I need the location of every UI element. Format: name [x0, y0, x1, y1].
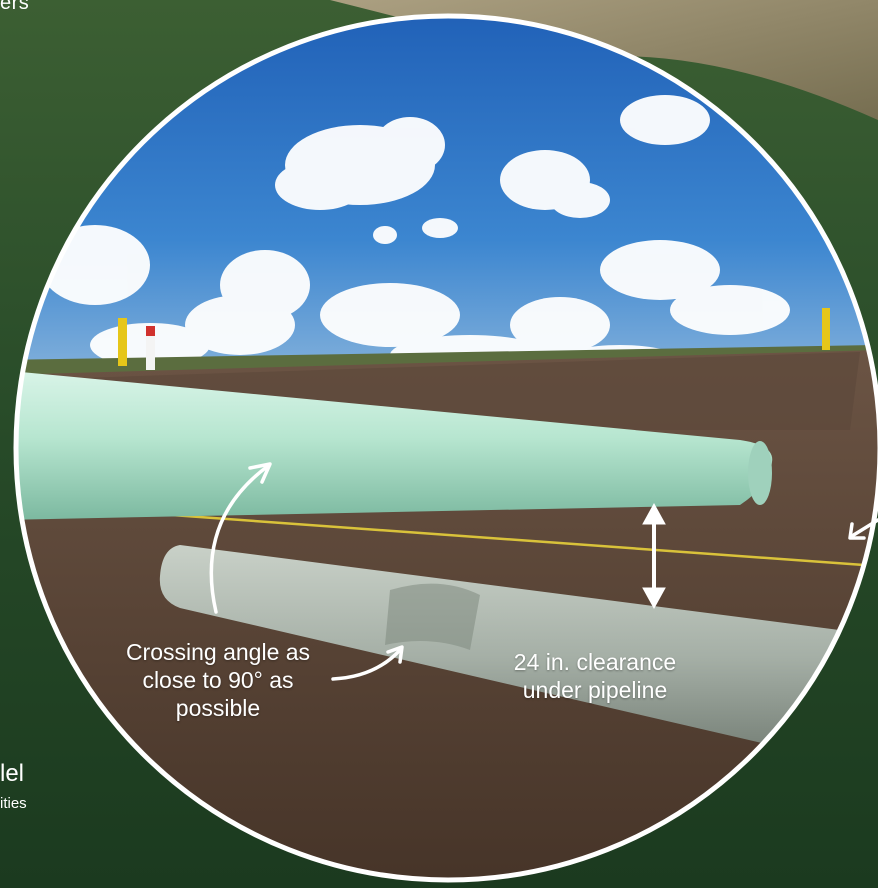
small-curved-arrow-icon — [331, 645, 404, 681]
edge-text-ities: ities — [0, 795, 27, 812]
warning-tape — [129, 510, 878, 568]
clearance-label-line2: under pipeline — [522, 677, 668, 703]
double-arrow-icon — [642, 502, 666, 610]
clearance-label-line1: 24 in. clearance — [513, 649, 677, 675]
edge-arrow-icon — [848, 518, 878, 540]
crossing-angle-label: Crossing angle as close to 90° as possib… — [98, 638, 338, 722]
marker-post-yellow-right — [822, 308, 830, 350]
edge-text-lel: lel — [0, 760, 25, 787]
crossing-label-line2: close to 90° as — [142, 667, 294, 693]
edge-text-top: ers — [0, 0, 30, 14]
marker-post-yellow — [118, 318, 127, 366]
crossing-label-line1: Crossing angle as — [125, 639, 311, 665]
vignette-ring — [13, 13, 878, 883]
lower-pipe — [159, 545, 878, 770]
crossing-label-line3: possible — [175, 695, 261, 721]
marker-post-red — [146, 330, 155, 370]
clearance-label: 24 in. clearance under pipeline — [470, 648, 720, 704]
curved-arrow-icon — [209, 462, 272, 614]
upper-pipeline — [16, 370, 773, 520]
